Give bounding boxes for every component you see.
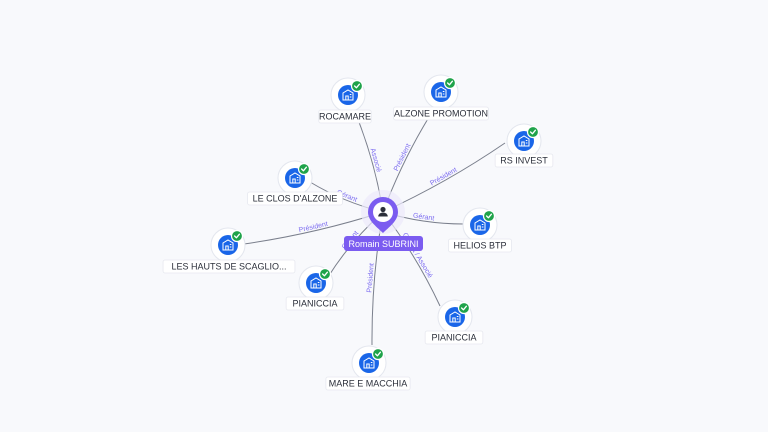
edge-relation-label: Président	[366, 263, 375, 293]
verified-check-icon	[350, 79, 364, 93]
node-name-label: HELIOS BTP	[453, 241, 506, 251]
verified-check-icon	[230, 229, 244, 243]
verified-check-icon	[526, 125, 540, 139]
person-icon	[378, 206, 388, 217]
center-person-node[interactable]: Romain SUBRINI	[344, 190, 423, 251]
node-name-label: LE CLOS D'ALZONE	[253, 194, 338, 204]
verified-check-icon	[297, 162, 311, 176]
verified-check-icon	[318, 267, 332, 281]
node-name-label: ALZONE PROMOTION	[394, 109, 488, 119]
verified-check-icon	[457, 301, 471, 315]
node-label-background	[448, 238, 512, 253]
verified-check-icon	[482, 209, 496, 223]
company-node-pianiccia-left[interactable]: PIANICCIA	[285, 265, 345, 311]
center-name-tag	[344, 236, 423, 251]
company-node-les-hauts-de-scaglio[interactable]: LES HAUTS DE SCAGLIO...	[162, 227, 296, 274]
node-label-background	[247, 191, 343, 206]
node-label-background	[393, 106, 489, 121]
company-building-icon	[310, 277, 322, 289]
edge-relation-label: Président	[393, 143, 412, 173]
company-building-icon	[474, 219, 486, 231]
node-label-background	[424, 330, 484, 345]
company-building-icon	[435, 86, 447, 98]
node-label-background	[325, 376, 411, 391]
center-name-label: Romain SUBRINI	[348, 239, 418, 249]
company-building-icon	[342, 89, 354, 101]
verified-check-icon	[443, 76, 457, 90]
edge-relation-label: Gérant	[412, 212, 434, 222]
node-name-label: LES HAUTS DE SCAGLIO...	[171, 262, 286, 272]
node-name-label: ROCAMARE	[319, 112, 371, 122]
company-building-icon	[222, 239, 234, 251]
node-name-label: MARE E MACCHIA	[329, 379, 408, 389]
company-node-mare-e-macchia[interactable]: MARE E MACCHIA	[325, 345, 411, 391]
node-name-label: PIANICCIA	[292, 299, 337, 309]
company-building-icon	[449, 311, 461, 323]
company-building-icon	[289, 172, 301, 184]
edge-relation-label: Président	[298, 221, 328, 234]
company-node-alzone-promotion[interactable]: ALZONE PROMOTION	[393, 74, 489, 121]
node-label-background	[285, 296, 345, 311]
verified-check-icon	[371, 347, 385, 361]
node-label-background	[318, 109, 372, 124]
edge-relation-label: Président	[429, 167, 458, 188]
node-name-label: RS INVEST	[500, 156, 548, 166]
company-building-icon	[363, 357, 375, 369]
company-node-le-clos-d-alzone[interactable]: LE CLOS D'ALZONE	[247, 160, 343, 206]
node-name-label: PIANICCIA	[431, 333, 476, 343]
nodes-layer: ROCAMARE ALZONE PROMOTION RS INVEST LE CLOS…	[162, 74, 554, 391]
company-node-helios-btp[interactable]: HELIOS BTP	[448, 207, 512, 253]
company-node-pianiccia-right[interactable]: PIANICCIA	[424, 299, 484, 345]
company-node-rocamare[interactable]: ROCAMARE	[318, 77, 372, 124]
company-building-icon	[518, 135, 530, 147]
node-label-background	[162, 259, 296, 274]
company-node-rs-invest[interactable]: RS INVEST	[494, 123, 554, 168]
node-label-background	[494, 153, 554, 168]
edge-relation-label: Associé	[369, 148, 382, 174]
